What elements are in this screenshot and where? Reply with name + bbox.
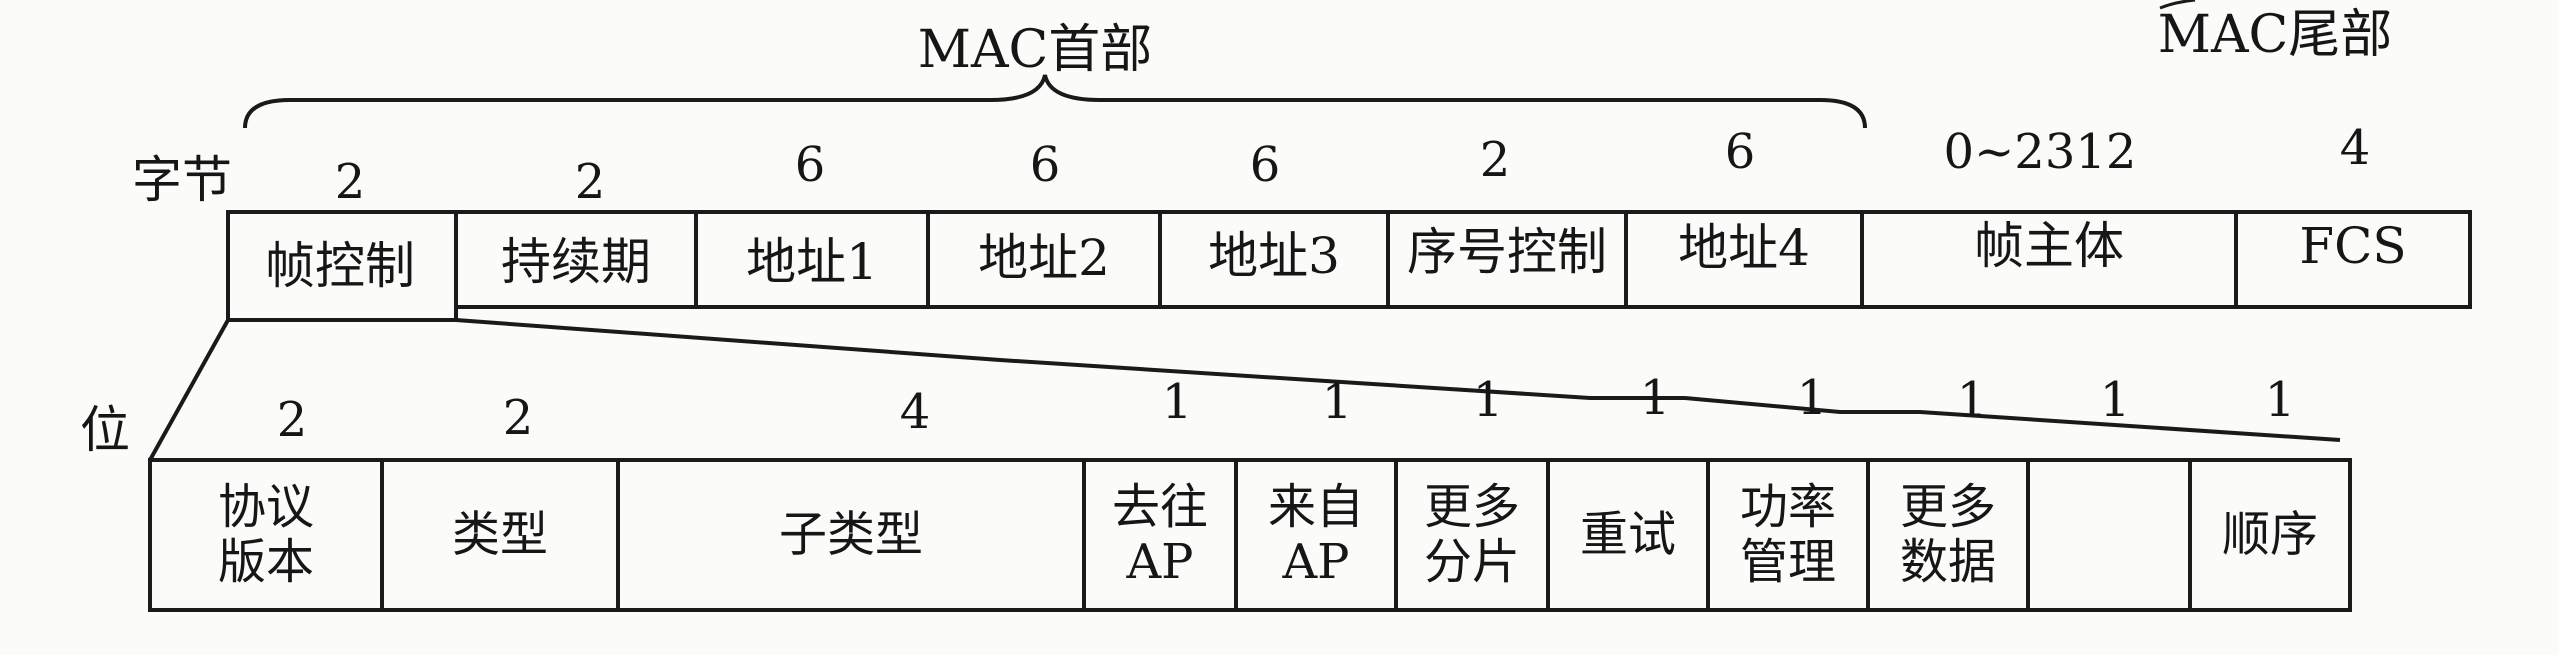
expand-line-right (455, 318, 2341, 442)
mac-trailer-brace (2159, 0, 2196, 10)
field-fcs: FCS (2299, 217, 2407, 275)
byte-size: 6 (794, 137, 826, 193)
field-address-2: 地址2 (978, 229, 1110, 287)
field-address-4: 地址4 (1678, 219, 1810, 277)
bit-size: 1 (1639, 370, 1671, 426)
bit-label-line: AP (1282, 534, 1350, 590)
bit-label-line: 版本 (217, 534, 315, 590)
bit-order: 顺序 (2221, 506, 2319, 563)
byte-size: 2 (334, 154, 366, 210)
bit-label-line: 数据 (1899, 534, 1997, 590)
bit-label-line: 更多 (1899, 478, 1997, 535)
bit-size: 2 (502, 390, 534, 446)
bit-label-line: 管理 (1739, 534, 1837, 590)
bit-protocol-version: 协议 版本 (217, 478, 315, 590)
byte-size: 4 (2339, 120, 2371, 176)
mac-header-caption: MAC首部 (917, 20, 1153, 80)
byte-size: 6 (1029, 137, 1061, 193)
byte-size: 2 (1479, 132, 1511, 188)
bit-label-line: 功率 (1739, 478, 1837, 535)
bit-size: 1 (1472, 372, 1504, 428)
bits-row-label: 位 (80, 401, 130, 459)
bit-label-line: 分片 (1423, 534, 1521, 590)
bit-from-ap: 来自 AP (1267, 478, 1365, 590)
field-address-3: 地址3 (1208, 227, 1340, 285)
expand-line-left (148, 319, 230, 461)
bit-power-management: 功率 管理 (1739, 478, 1837, 590)
bit-size: 4 (899, 384, 931, 440)
byte-size: 0~2312 (1943, 124, 2137, 180)
bit-type: 类型 (451, 506, 549, 563)
bit-size: 1 (2264, 372, 2296, 428)
bit-size: 2 (276, 392, 308, 448)
byte-size: 2 (574, 154, 606, 210)
field-frame-control: 帧控制 (265, 237, 415, 295)
bit-retry: 重试 (1579, 506, 1677, 563)
bit-label-line: 协议 (217, 478, 315, 535)
bit-subtype: 子类型 (778, 506, 924, 563)
field-address-1: 地址1 (746, 233, 878, 291)
mac-trailer-caption: MAC尾部 (2157, 5, 2393, 65)
field-sequence-control: 序号控制 (1407, 223, 1607, 281)
bytes-row-label: 字节 (132, 151, 232, 209)
bit-size: 1 (1161, 374, 1193, 430)
bit-label-line: 来自 (1267, 478, 1365, 535)
bit-size: 1 (1321, 374, 1353, 430)
bit-more-fragments: 更多 分片 (1423, 478, 1521, 590)
bit-label-line: AP (1126, 534, 1194, 590)
mac-header-brace (243, 74, 1867, 129)
bit-size: 1 (2099, 372, 2131, 428)
bit-label-line: 更多 (1423, 478, 1521, 535)
field-duration: 持续期 (501, 233, 651, 291)
byte-size: 6 (1724, 124, 1756, 180)
byte-fields (226, 210, 2472, 322)
bit-size: 1 (1796, 370, 1828, 426)
bit-size: 1 (1956, 372, 1988, 428)
byte-size: 6 (1249, 137, 1281, 193)
bit-more-data: 更多 数据 (1899, 478, 1997, 590)
field-frame-body: 帧主体 (1974, 217, 2124, 275)
bit-to-ap: 去往 AP (1111, 478, 1209, 590)
bit-label-line: 去往 (1111, 478, 1209, 535)
bit-fields (148, 458, 2352, 612)
